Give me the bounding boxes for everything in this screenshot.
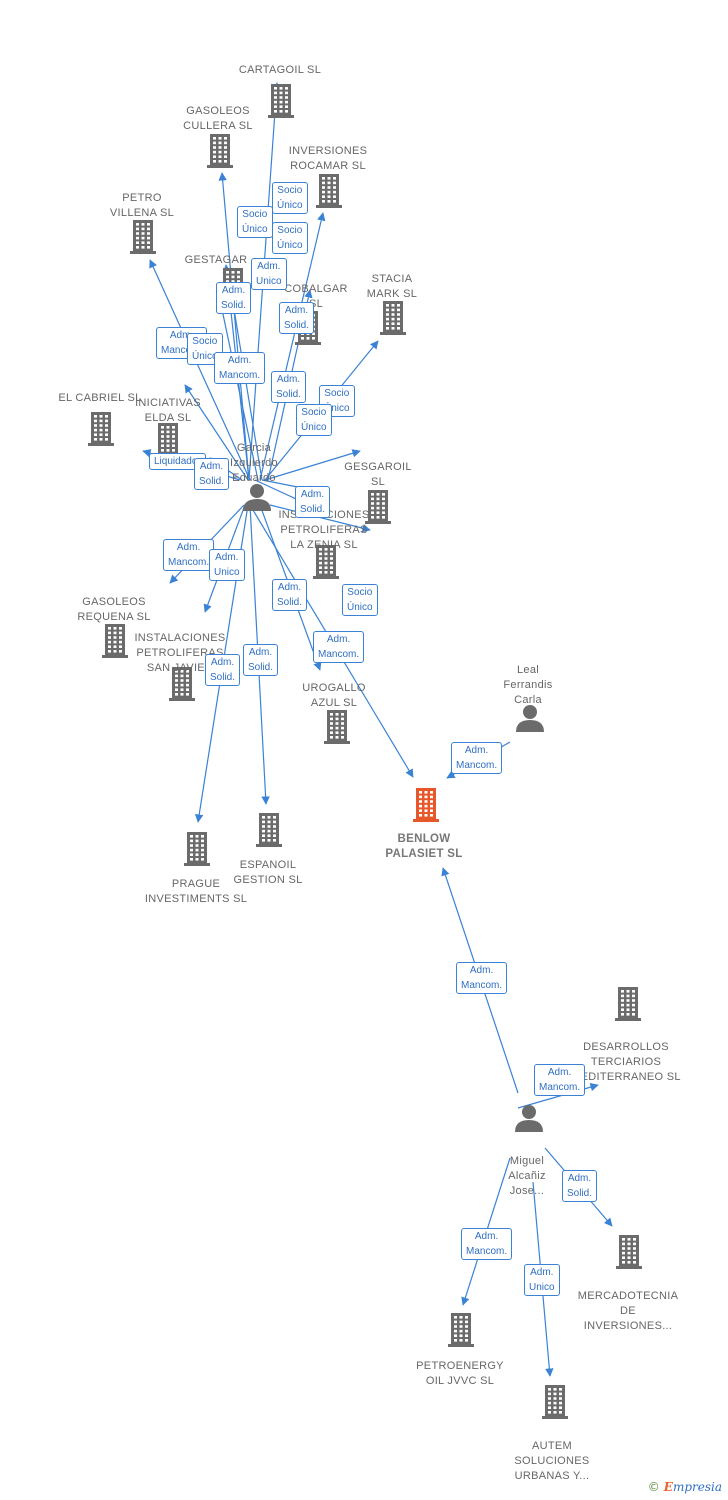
node-label-desarrollos[interactable]: DESARROLLOS TERCIARIOS MEDITERRANEO SL [571,1041,681,1083]
node-label-iniciativas_elda[interactable]: INICIATIVAS ELDA SL [135,397,201,424]
building-icon-el_cabriel[interactable] [88,412,114,446]
relation-label[interactable]: Adm. Mancom. [163,539,215,571]
relation-label[interactable]: Adm. Solid. [216,282,252,314]
building-icon-stacia_mark[interactable] [380,301,406,335]
relation-label[interactable]: Adm. Solid. [205,654,241,686]
building-icon-urogallo[interactable] [324,710,350,744]
building-icon-mercadotecnia[interactable] [616,1235,642,1269]
relation-label[interactable]: Adm. Mancom. [214,352,266,384]
person-icon-leal[interactable] [516,705,544,732]
relation-label[interactable]: Adm. Solid. [272,579,308,611]
building-icon-cartagoil[interactable] [268,84,294,118]
relation-label[interactable]: Adm. Solid. [243,644,279,676]
relation-label[interactable]: Socio Único [296,404,332,436]
building-icon-gasoleos_requena[interactable] [102,624,128,658]
node-label-autem[interactable]: AUTEM SOLUCIONES URBANAS Y... [514,1440,590,1482]
node-label-mercadotecnia[interactable]: MERCADOTECNIA DE INVERSIONES... [577,1290,679,1332]
edge-garcia-to-gesgaroil [264,449,361,481]
building-icon-gesgaroil[interactable] [365,490,391,524]
relation-label[interactable]: Adm. Unico [524,1264,560,1296]
empresia-logo[interactable]: ©Empresia [648,1480,722,1494]
node-label-garcia[interactable]: Garcia Izquierdo Eduardo [230,442,278,484]
relation-label[interactable]: Socio Único [272,222,308,254]
person-icon-miguel[interactable] [515,1105,543,1132]
node-label-cartagoil[interactable]: CARTAGOIL SL [238,64,322,76]
edge-garcia-to-iniciativas_elda [184,384,249,481]
relation-label[interactable]: Adm. Mancom. [461,1228,513,1260]
node-label-petro_villena[interactable]: PETRO VILLENA SL [109,192,175,219]
relation-label[interactable]: Adm. Solid. [271,371,307,403]
node-label-gestagar[interactable]: GESTAGAR [184,254,248,266]
relation-label[interactable]: Adm. Mancom. [456,962,508,994]
copyright-symbol: © [647,1480,660,1494]
node-label-gasoleos_cullera[interactable]: GASOLEOS CULLERA SL [183,105,253,132]
brand-initial: E [663,1480,673,1494]
node-label-gasoleos_requena[interactable]: GASOLEOS REQUENA SL [77,596,151,623]
relation-label[interactable]: Socio Único [342,584,378,616]
brand-name: mpresia [672,1480,722,1494]
edge-garcia-to-inversiones_rocamar [259,212,326,481]
relation-label[interactable]: Adm. Solid. [279,302,315,334]
node-label-el_cabriel[interactable]: EL CABRIEL SL [58,392,142,404]
building-icon-instalaciones_zenia[interactable] [313,545,339,579]
relation-label[interactable]: Adm. Mancom. [451,742,503,774]
building-icon-inversiones_rocamar[interactable] [316,174,342,208]
node-label-gesgaroil[interactable]: GESGAROIL SL [344,461,412,488]
building-icon-desarrollos[interactable] [615,987,641,1021]
building-icon-benlow[interactable] [413,788,439,822]
edge-garcia-to-gasoleos_cullera [218,172,250,481]
node-label-benlow[interactable]: BENLOW PALASIET SL [385,833,463,860]
building-icon-gasoleos_cullera[interactable] [207,134,233,168]
relation-label[interactable]: Adm. Mancom. [534,1064,586,1096]
relation-label[interactable]: Liquidador [149,453,206,470]
relation-label[interactable]: Adm. Unico [209,549,245,581]
relation-label[interactable]: Adm. Unico [251,258,287,290]
building-icon-instalaciones_sanjavier[interactable] [169,667,195,701]
relation-label[interactable]: Socio Único [272,182,308,214]
person-icon-garcia[interactable] [243,484,271,511]
relation-label[interactable]: Adm. Solid. [194,458,230,490]
node-label-espanoil[interactable]: ESPANOIL GESTION SL [233,859,303,886]
node-label-miguel[interactable]: Miguel Alcañiz Jose... [508,1155,546,1197]
node-label-urogallo[interactable]: UROGALLO AZUL SL [302,682,366,709]
node-label-petroenergy[interactable]: PETROENERGY OIL JVVC SL [416,1360,504,1387]
edge-garcia-to-petro_villena [149,259,251,481]
node-label-stacia_mark[interactable]: STACIA MARK SL [366,273,418,300]
building-icon-autem[interactable] [542,1385,568,1419]
relation-label[interactable]: Socio Único [237,206,273,238]
node-label-instalaciones_sanjavier[interactable]: INSTALACIONES PETROLIFERAS SAN JAVIER [134,632,226,674]
building-icon-petro_villena[interactable] [130,220,156,254]
edge-garcia-to-gestagar [217,299,259,481]
building-icon-prague[interactable] [184,832,210,866]
edge-garcia-to-gestagar [229,296,263,481]
building-icon-petroenergy[interactable] [448,1313,474,1347]
building-icon-espanoil[interactable] [256,813,282,847]
node-label-prague[interactable]: PRAGUE INVESTIMENTS SL [144,878,248,905]
relation-label[interactable]: Adm. Mancom. [313,631,365,663]
relation-label[interactable]: Adm. Solid. [562,1170,598,1202]
building-icon-iniciativas_elda[interactable] [155,423,181,457]
relation-label[interactable]: Adm. Solid. [295,486,331,518]
node-label-inversiones_rocamar[interactable]: INVERSIONES ROCAMAR SL [288,145,368,172]
node-label-leal[interactable]: Leal Ferrandis Carla [503,664,553,706]
